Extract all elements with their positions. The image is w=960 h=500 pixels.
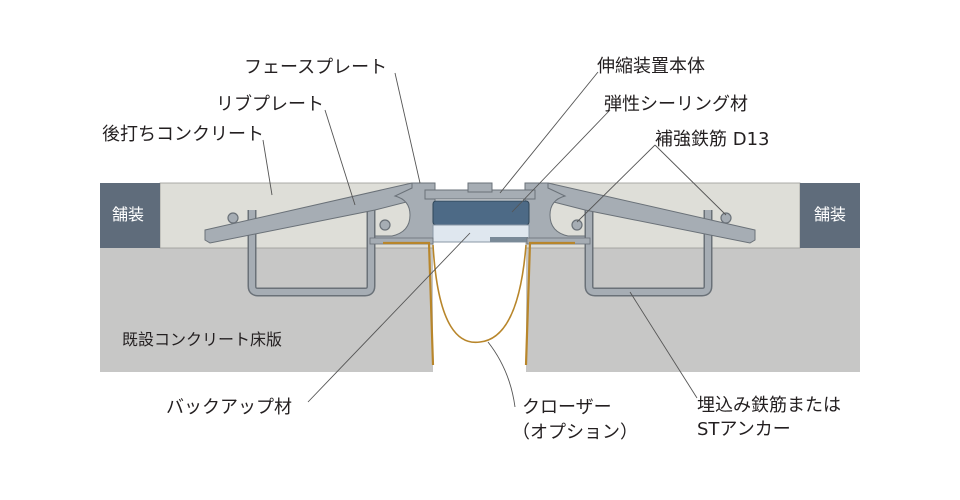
- face-plate-right: [524, 182, 586, 241]
- existing-slab-right: [526, 248, 860, 372]
- paving-block-left: [100, 183, 160, 248]
- label-post-concrete: 後打ちコンクリート: [102, 124, 264, 145]
- closer-membrane: [432, 244, 527, 344]
- label-closer: クローザー: [522, 397, 612, 418]
- leader-elastic-seal: [511, 109, 611, 213]
- rebar-circle-1: [227, 212, 239, 224]
- label-paving-right: 舗装: [814, 205, 846, 224]
- paving-block-right: [800, 183, 860, 248]
- rebar-circle-2: [379, 219, 391, 231]
- closer-right-wall: [524, 241, 575, 366]
- label-backup: バックアップ材: [166, 397, 292, 418]
- leader-closer: [487, 341, 516, 408]
- label-rib-plate: リブプレート: [216, 93, 324, 115]
- leader-joint-body: [499, 71, 599, 194]
- joint-body-cap: [467, 182, 493, 193]
- label-face-plate: フェースプレート: [244, 57, 387, 78]
- leader-face-plate: [394, 72, 421, 184]
- existing-slab-left: [100, 248, 433, 372]
- leader-rebar-b: [654, 144, 727, 216]
- label-paving-left: 舗装: [112, 205, 144, 224]
- leader-backup: [307, 232, 471, 403]
- closer-left-wall: [383, 241, 435, 366]
- label-existing-slab: 既設コンクリート床版: [122, 330, 282, 349]
- leader-anchor: [629, 291, 698, 399]
- rebar-circle-3: [571, 219, 583, 231]
- anchor-rebar-left-fill: [249, 210, 374, 295]
- label-anchor-line2: STアンカー: [697, 419, 791, 440]
- anchor-rebar-right-fill: [586, 210, 711, 295]
- label-anchor-line1: 埋込み鉄筋または: [697, 395, 841, 416]
- elastic-seal: [432, 200, 530, 226]
- face-plate-left: [374, 182, 436, 241]
- label-rebar-d13: 補強鉄筋 D13: [655, 129, 770, 150]
- leader-rebar-a: [576, 144, 656, 223]
- label-elastic-seal: 弾性シーリング材: [604, 94, 748, 115]
- leader-post-concrete: [262, 139, 273, 196]
- label-joint-body: 伸縮装置本体: [597, 56, 705, 77]
- leader-rib-plate: [324, 109, 356, 206]
- label-closer-option: （オプション）: [512, 422, 638, 443]
- backup-strip: [490, 237, 528, 242]
- rebar-circle-4: [720, 212, 732, 224]
